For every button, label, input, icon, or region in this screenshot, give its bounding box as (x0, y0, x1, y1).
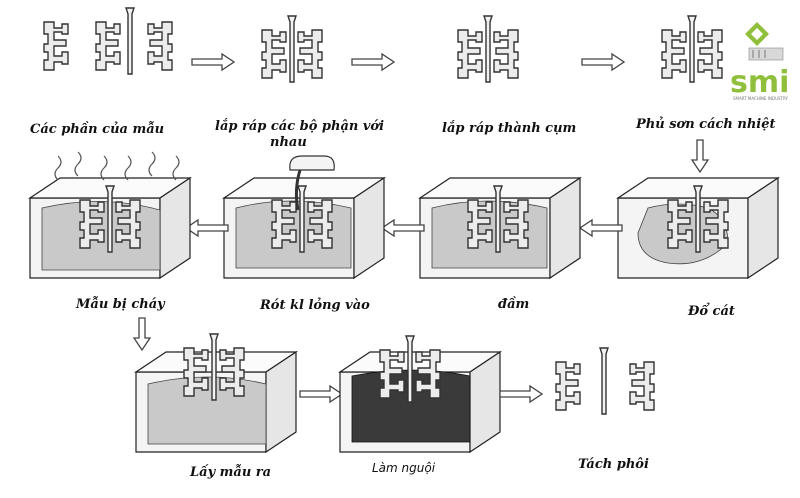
step-6-label: đầm (498, 296, 529, 312)
step-6-flask (420, 178, 580, 278)
step-4-coated-cluster (662, 16, 722, 82)
step-5-flask (618, 178, 778, 278)
arrow-5-6 (580, 220, 622, 236)
step-2-assembled-parts (262, 16, 322, 82)
step-2-label-line2: nhau (270, 135, 307, 150)
step-5-label: Đổ cát (687, 303, 735, 319)
smi-logo-text: smi (730, 65, 789, 100)
step-3-label: lắp ráp thành cụm (442, 120, 576, 136)
smi-logo: smi SMART MACHINE INDUSTRY (730, 22, 789, 101)
casting-right (630, 362, 654, 410)
step-11-castings (556, 348, 654, 414)
casting-sprue (600, 348, 608, 414)
pattern-part-left (44, 22, 68, 70)
step-10-flask (340, 352, 500, 452)
arrow-8-9 (134, 318, 150, 350)
step-10-cluster (380, 336, 440, 402)
arrow-3-4 (582, 54, 624, 70)
pattern-part-middle (96, 8, 134, 74)
step-8-flask (30, 178, 190, 278)
arrow-2-3 (352, 54, 394, 70)
arrow-4-5 (692, 140, 708, 172)
step-9-label: Lấy mẫu ra (189, 464, 271, 480)
smi-logo-icon (745, 22, 783, 60)
step-11-label: Tách phôi (578, 457, 649, 472)
step-2-label-line1: lắp ráp các bộ phận với (215, 118, 384, 134)
casting-left (556, 362, 580, 410)
smoke-lines (55, 152, 179, 180)
step-10-label: Làm nguội (372, 461, 436, 475)
arrow-6-7 (382, 220, 424, 236)
step-1-pattern-parts (44, 8, 172, 74)
step-8-label: Mẫu bị cháy (75, 296, 166, 312)
step-1-label: Các phần của mẫu (30, 121, 164, 137)
step-9-cluster (184, 334, 244, 400)
step-7-flask (224, 178, 384, 278)
smi-logo-tagline: SMART MACHINE INDUSTRY (733, 96, 789, 101)
arrow-10-11 (500, 386, 542, 402)
arrow-1-2 (192, 54, 234, 70)
step-3-assembled-cluster (458, 16, 518, 82)
step-7-label: Rót kl lỏng vào (259, 297, 370, 313)
arrow-7-8 (186, 220, 228, 236)
step-4-label: Phủ sơn cách nhiệt (635, 116, 776, 132)
arrow-9-10 (300, 386, 342, 402)
pattern-part-right (148, 22, 172, 70)
